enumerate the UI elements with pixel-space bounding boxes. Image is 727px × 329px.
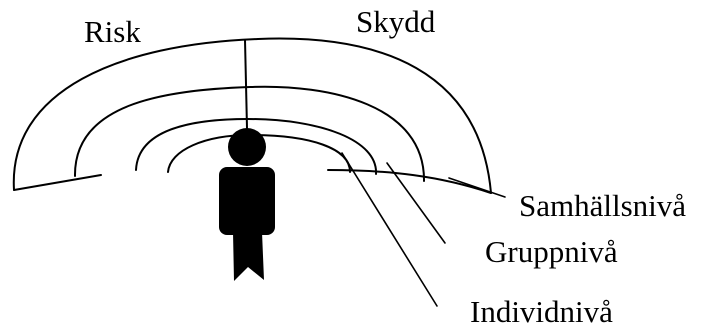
individual-level-label: Individnivå — [470, 294, 613, 329]
person-body — [219, 167, 275, 235]
group-level-label: Gruppnivå — [485, 234, 618, 269]
person-legs — [233, 232, 264, 281]
individual-ring-outer-arc — [135, 118, 378, 175]
group-level-ring — [73, 85, 426, 182]
society-ring-outer-arc — [12, 37, 492, 194]
group-ring-arc — [73, 85, 426, 182]
person-figure — [219, 128, 275, 281]
society-level-label: Samhällsnivå — [519, 188, 686, 223]
individual-pointer-line — [341, 152, 438, 307]
group-pointer-line — [386, 162, 446, 244]
person-head — [228, 128, 266, 166]
society-ring-bottom-edge-left — [13, 174, 102, 191]
risk-protection-divider — [244, 39, 248, 129]
risk-label: Risk — [84, 14, 141, 49]
society-pointer-line — [448, 177, 506, 198]
society-ring-bottom-edge-right — [327, 169, 492, 194]
protection-label: Skydd — [356, 4, 436, 39]
